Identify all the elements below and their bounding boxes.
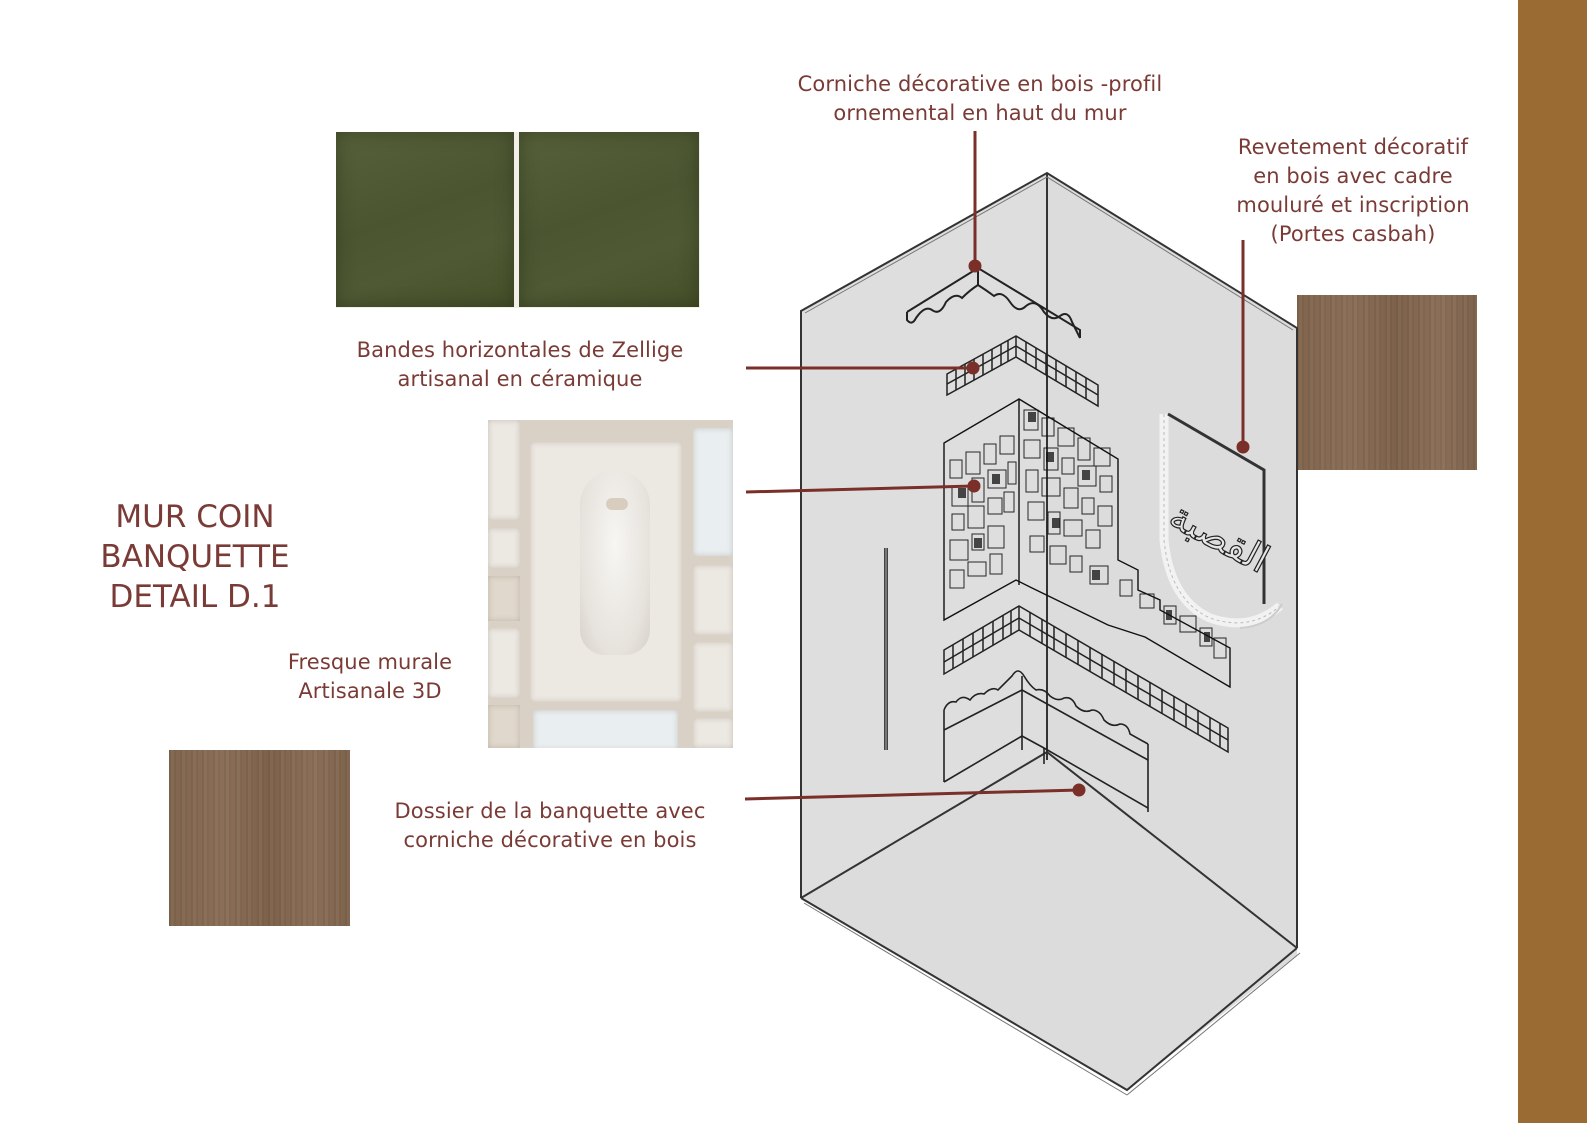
green-tile [336,132,514,307]
label-revetement: Revetement décoratif en bois avec cadre … [1236,135,1470,246]
label-corniche-top: Corniche décorative en bois -profil orne… [797,72,1163,125]
fresco-photo [488,420,733,748]
zellige-tile-swatch [336,132,700,308]
label-fresque: Fresque murale Artisanale 3D [287,650,453,703]
wood-swatch-right [1297,295,1477,470]
side-color-band [1518,0,1587,1123]
detail-title: MUR COIN BANQUETTE DETAIL D.1 [100,499,290,615]
green-tile [519,132,699,307]
wood-swatch-left [169,750,350,926]
label-zellige: Bandes horizontales de Zellige artisanal… [356,338,684,391]
figure-face [606,498,628,510]
label-dossier: Dossier de la banquette avec corniche dé… [394,799,706,852]
